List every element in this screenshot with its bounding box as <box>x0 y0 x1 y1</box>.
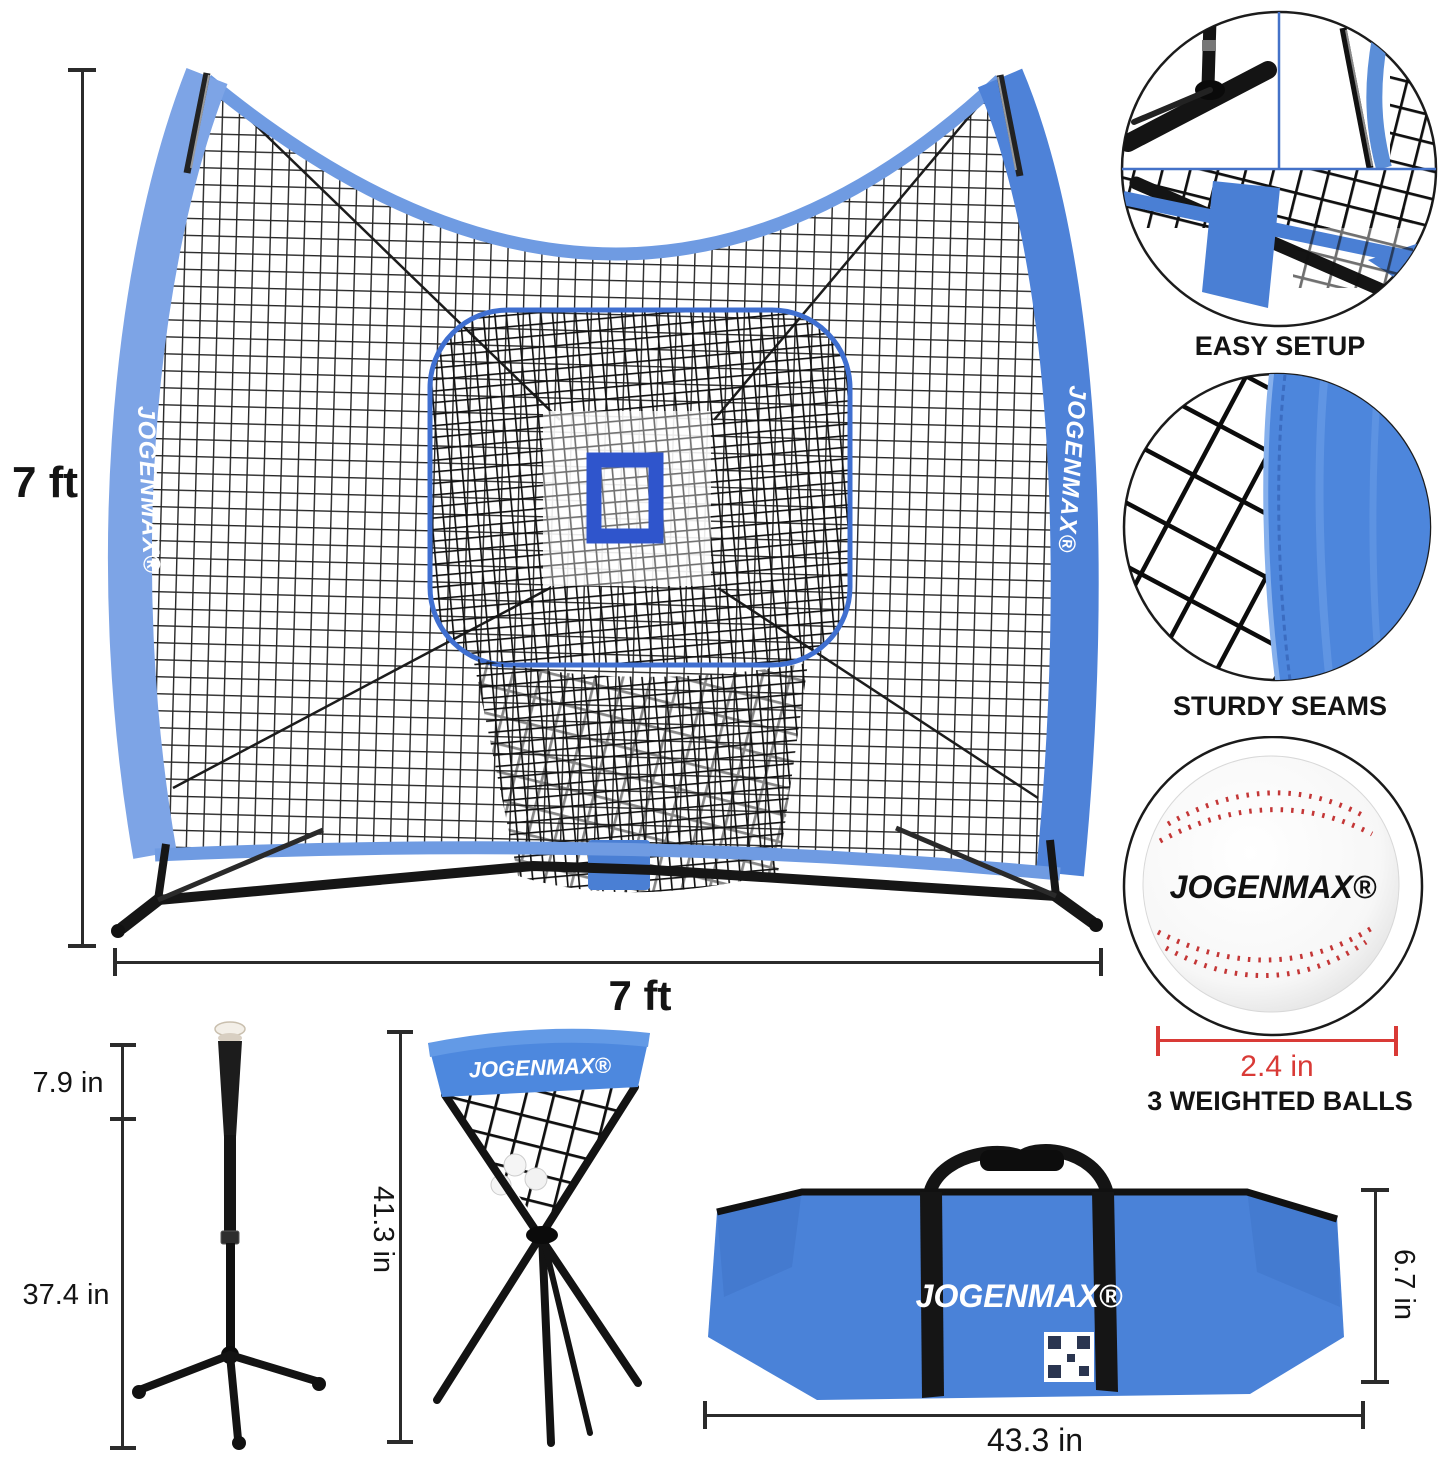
dim-line <box>1157 1039 1397 1042</box>
sturdy-seams-label: STURDY SEAMS <box>1172 691 1388 721</box>
easy-setup-label: EASY SETUP <box>1194 331 1366 361</box>
bag-logo: JOGENMAX® <box>916 1278 1123 1314</box>
dim-tick <box>1394 1026 1398 1056</box>
dim-tick <box>68 944 96 948</box>
bag-detail: JOGENMAX® <box>708 1144 1344 1400</box>
dim-line <box>81 70 84 946</box>
carry-bag-photo: JOGENMAX® <box>708 1144 1344 1400</box>
net-height-label: 7 ft <box>12 458 78 507</box>
dim-tick <box>387 1030 413 1034</box>
dim-tick <box>1099 948 1103 976</box>
dim-line <box>114 961 1102 964</box>
dim-tick <box>1156 1026 1160 1056</box>
weighted-ball-photo: JOGENMAX® <box>1122 736 1424 1037</box>
dim-line <box>704 1414 1364 1417</box>
dim-tick <box>387 1440 413 1444</box>
dim-tick <box>113 948 117 976</box>
tee-tip-label: 7.9 in <box>32 1067 104 1099</box>
easy-setup-photo <box>1120 10 1438 328</box>
tee-height-label: 37.4 in <box>22 1279 110 1311</box>
dim-line <box>121 1044 124 1449</box>
net-frame <box>107 67 1103 938</box>
net-body <box>132 77 1073 893</box>
ball-stitches <box>1156 790 1374 979</box>
easy-setup-detail <box>1122 12 1436 315</box>
dim-tick <box>110 1117 136 1121</box>
sturdy-seams-detail <box>1124 374 1430 680</box>
batting-tee-photo <box>132 1021 326 1450</box>
dim-tick <box>110 1043 136 1047</box>
dim-tick <box>110 1446 136 1450</box>
dim-line <box>1374 1189 1377 1383</box>
ball-logo: JOGENMAX® <box>1170 869 1377 905</box>
dim-tick <box>68 68 96 72</box>
bag-height-label: 6.7 in <box>1388 1249 1420 1320</box>
sturdy-seams-photo <box>1122 372 1432 682</box>
net-width-label: 7 ft <box>608 972 672 1019</box>
weighted-balls-label: 3 WEIGHTED BALLS <box>1147 1086 1413 1116</box>
practice-net-photo: JOGENMAX® JOGENMAX® <box>107 67 1103 938</box>
bag-qr-code <box>1044 1332 1094 1382</box>
dim-tick <box>1361 1401 1365 1429</box>
dim-tick <box>1361 1188 1389 1192</box>
tee-detail <box>132 1021 326 1450</box>
ball-caddy-photo: JOGENMAX® <box>428 1028 650 1447</box>
caddy-detail: JOGENMAX® <box>428 1028 650 1447</box>
ball-diameter-label: 2.4 in <box>1240 1050 1314 1083</box>
caddy-height-label: 41.3 in <box>367 1185 399 1274</box>
dim-tick <box>1361 1380 1389 1384</box>
dim-line <box>399 1031 402 1443</box>
caddy-logo: JOGENMAX® <box>468 1053 612 1083</box>
net-left-logo: JOGENMAX® <box>132 405 165 574</box>
dim-tick <box>703 1401 707 1429</box>
bag-width-label: 43.3 in <box>986 1422 1084 1458</box>
